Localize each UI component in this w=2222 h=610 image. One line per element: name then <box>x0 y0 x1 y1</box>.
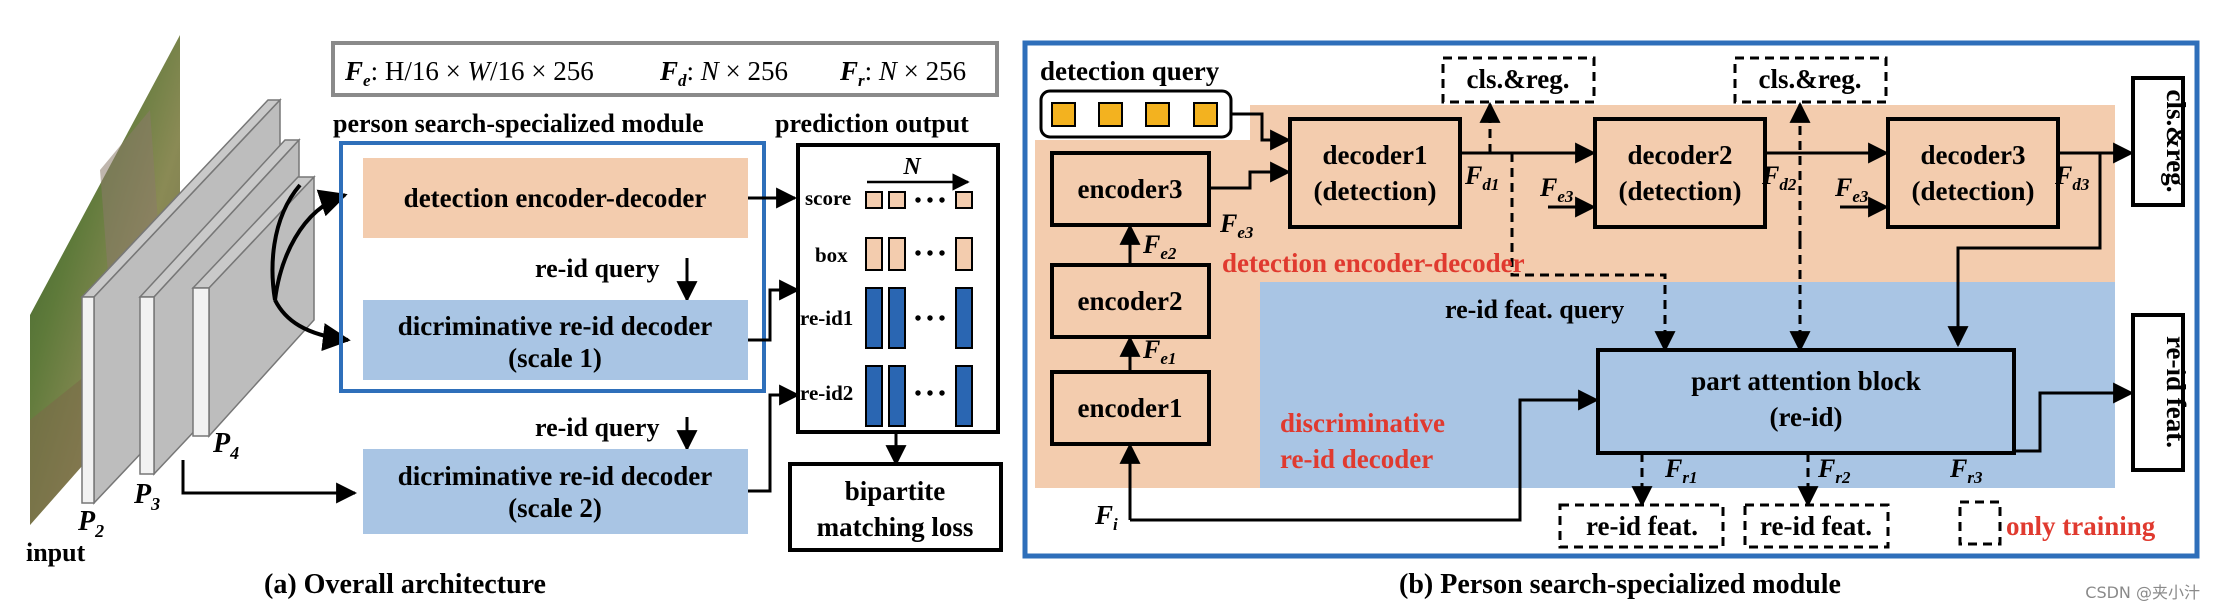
decoder3-box <box>1886 117 2060 229</box>
reid-feat-query-label: re-id feat. query <box>1445 295 1624 324</box>
box-ellipsis: • • • <box>914 243 945 265</box>
input-label: input <box>26 538 86 567</box>
decoder1-line2: (detection) <box>1314 176 1437 206</box>
det-enc-dec-region-label: detection encoder-decoder <box>1222 248 1525 278</box>
p4-label: P4 <box>212 428 239 463</box>
encoder3-label: encoder3 <box>1078 174 1183 204</box>
encoder3-box <box>1050 151 1211 227</box>
reid2-to-pred-arrow <box>748 384 801 493</box>
feature-pyramid <box>80 98 316 505</box>
caption-b: (b) Person search-specialized module <box>1399 569 1841 600</box>
row-label-reid1: re-id1 <box>800 306 853 330</box>
box-row <box>865 237 973 271</box>
n-label: N <box>902 154 922 180</box>
dec1-reid-dashed <box>1510 153 1676 353</box>
fi-label: Fi <box>1094 500 1118 534</box>
loss-line2: matching loss <box>817 512 974 542</box>
module-frame <box>339 141 766 393</box>
decoder2-line1: decoder2 <box>1628 140 1733 170</box>
cls-reg-box-1 <box>1441 56 1596 104</box>
encoder3-to-decoder1-arrow <box>1209 161 1292 190</box>
score-row <box>865 191 973 209</box>
encoder1-box <box>1050 370 1211 446</box>
reid-decoder-scale2-line2: (scale 2) <box>508 493 602 523</box>
decoder2-box <box>1593 117 1767 229</box>
reid-feat-box-2 <box>1743 503 1890 549</box>
module-title: person search-specialized module <box>333 109 704 138</box>
query-to-decoder1-arrow <box>1231 112 1292 151</box>
prediction-title: prediction output <box>775 109 969 138</box>
reid-query-1-label: re-id query <box>535 254 659 283</box>
legend-fd: Fd: N × 256 <box>659 56 788 90</box>
reid-decoder-scale1-box <box>363 300 748 380</box>
reid2-ellipsis: • • • <box>914 383 945 405</box>
cls-reg-box-2 <box>1733 56 1888 104</box>
decoder1-line1: decoder1 <box>1323 140 1428 170</box>
encoder1-label: encoder1 <box>1078 393 1183 423</box>
reid-decoder-scale2-box <box>363 449 748 534</box>
cls-reg-label-2: cls.&reg. <box>1759 64 1862 94</box>
reid-feat-box-1 <box>1558 503 1725 549</box>
dec3-to-pab-arrow <box>1947 153 2102 348</box>
panel-a: input P2 P3 P4 Fe: H/16 × W/16 × 256 Fd:… <box>26 35 1003 600</box>
reid-decoder-scale1-line1: dicriminative re-id decoder <box>398 311 712 341</box>
loss-line1: bipartite <box>845 476 946 506</box>
decoder3-line2: (detection) <box>1912 176 2035 206</box>
pab-line1: part attention block <box>1691 366 1921 396</box>
query-tokens <box>1051 102 1218 127</box>
dimension-legend <box>331 41 999 97</box>
reid1-ellipsis: • • • <box>914 308 945 330</box>
legend-fr: Fr: N × 256 <box>839 56 966 90</box>
row-label-score: score <box>805 186 851 210</box>
encoder2-label: encoder2 <box>1078 286 1183 316</box>
disc-reid-decoder-line2: re-id decoder <box>1280 444 1433 474</box>
reid-feat-label-1: re-id feat. <box>1586 511 1698 541</box>
row-label-box: box <box>815 243 848 267</box>
p4-to-reid1-arrow <box>273 299 351 351</box>
detection-query-label: detection query <box>1040 56 1220 86</box>
pab-line2: (re-id) <box>1770 402 1843 432</box>
detection-encoder-decoder-label: detection encoder-decoder <box>404 183 707 213</box>
reid-decoder-scale1-line2: (scale 1) <box>508 343 602 373</box>
reid-feat-output-label: re-id feat. <box>2161 336 2191 448</box>
fr3-label: Fr3 <box>1949 454 1983 487</box>
cls-reg-output-label: cls.&reg. <box>2161 90 2191 193</box>
decoder2-line2: (detection) <box>1619 176 1742 206</box>
score-ellipsis: • • • <box>914 190 945 212</box>
reid-decoder-scale2-line1: dicriminative re-id decoder <box>398 461 712 491</box>
reid-feat-label-2: re-id feat. <box>1760 511 1872 541</box>
disc-reid-decoder-line1: discriminative <box>1280 408 1445 438</box>
reid1-to-pred-arrow <box>748 279 801 342</box>
pab-to-reid-output-arrow <box>2014 382 2135 453</box>
reid2-row <box>865 365 973 427</box>
fi-to-pab-arrow <box>1130 389 1600 522</box>
decoder1-box <box>1288 117 1462 229</box>
panel-b: detection query encoder3 encoder2 encode… <box>1022 40 2200 600</box>
cls-reg-label-1: cls.&reg. <box>1467 64 1570 94</box>
bipartite-loss-box <box>788 462 1003 552</box>
reid-feat-output-box <box>2131 313 2185 472</box>
p2-label: P2 <box>77 506 104 541</box>
p3-to-reid2-arrow <box>181 460 358 504</box>
caption-a: (a) Overall architecture <box>264 569 546 600</box>
only-training-label: only training <box>2006 511 2156 541</box>
panel-b-frame <box>1022 40 2200 559</box>
p3-label: P3 <box>133 479 160 514</box>
only-training-legend-swatch <box>1958 500 2002 546</box>
watermark: CSDN @夹小汁 <box>2085 583 2200 602</box>
decoder3-line1: decoder3 <box>1921 140 2026 170</box>
reid-query-2-label: re-id query <box>535 413 659 442</box>
row-label-reid2: re-id2 <box>800 381 853 405</box>
reid1-row <box>865 287 973 349</box>
cls-reg-output-box <box>2131 76 2185 207</box>
legend-fe: Fe: H/16 × W/16 × 256 <box>344 56 594 90</box>
detection-encoder-decoder-box <box>363 158 748 238</box>
